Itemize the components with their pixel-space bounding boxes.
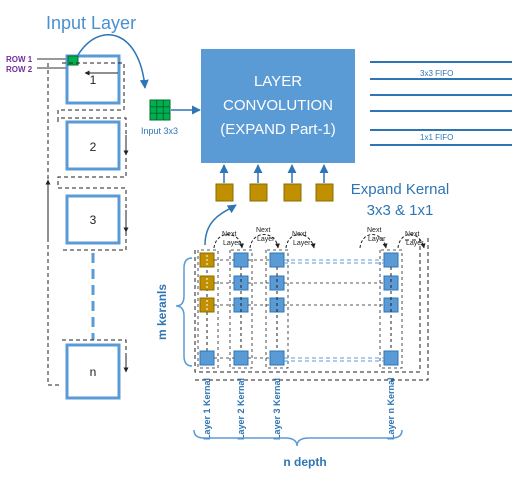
layer-label-3: Layer	[293, 240, 311, 247]
input-block-n-label: n	[90, 365, 97, 379]
scan-path-1	[57, 62, 125, 122]
kernel-outer-loop	[194, 239, 421, 373]
layer-2-kernel-label: Layer 2 Kernal	[236, 378, 246, 440]
layer-label-5: Layer	[406, 240, 424, 247]
conv-box	[201, 49, 355, 163]
layer-label-1: Layer	[223, 240, 241, 247]
m-kernels-label: m keranls	[155, 284, 169, 340]
n-depth-label: n depth	[283, 455, 326, 469]
title-input-layer: Input Layer	[46, 13, 136, 33]
input-3x3-label: Input 3x3	[141, 126, 178, 136]
layer-label-2: Layer	[257, 236, 275, 243]
pixel-to-kernel-arrow	[77, 34, 149, 89]
fifo-1x1-label: 1x1 FIFO	[420, 133, 453, 142]
expand-kernel-line1: Expand Kernal	[351, 181, 449, 198]
next-label-1: Next	[222, 231, 236, 238]
layer-n-column	[379, 249, 403, 369]
next-label-2: Next	[256, 227, 270, 234]
layer-label-4: Layer	[368, 236, 386, 243]
row1-label: ROW 1	[6, 55, 33, 64]
expand-kernel-line2: 3x3 & 1x1	[367, 202, 434, 219]
row-connectors	[214, 259, 384, 362]
fifo-3x3-label: 3x3 FIFO	[420, 69, 453, 78]
layer-3-column	[265, 249, 289, 369]
conv-box-line3: (EXPAND Part-1)	[220, 121, 336, 138]
layer-2-column	[229, 249, 253, 369]
layer-n-kernel-label: Layer n Kernal	[386, 377, 396, 440]
next-layer-arcs	[213, 234, 426, 249]
input-block-1-label: 1	[90, 73, 97, 87]
conv-box-line1: LAYER	[254, 73, 302, 90]
row2-label: ROW 2	[6, 65, 33, 74]
input-3x3-grid	[149, 99, 171, 121]
next-label-5: Next	[405, 231, 419, 238]
m-kernels-brace	[175, 257, 193, 367]
active-pixel-marker	[67, 55, 79, 66]
input-block-3	[65, 194, 121, 245]
layer-1-kernel-label: Layer 1 Kernal	[202, 378, 212, 440]
fifo-output-lines	[370, 61, 512, 146]
next-label-3: Next	[292, 231, 306, 238]
layer-1-column	[197, 249, 219, 369]
input-block-n	[65, 343, 121, 400]
kernel-return-loop	[195, 235, 429, 381]
expand-kernel-squares	[215, 164, 334, 202]
layer-3-kernel-label: Layer 3 Kernal	[272, 378, 282, 440]
input-block-2	[65, 120, 121, 171]
input-block-3-label: 3	[90, 213, 97, 227]
input-block-2-label: 2	[90, 140, 97, 154]
conv-box-line2: CONVOLUTION	[223, 97, 333, 114]
n-depth-brace	[193, 429, 403, 447]
next-label-4: Next	[367, 227, 381, 234]
kernel-matrix-to-expand-arrow	[204, 204, 237, 246]
